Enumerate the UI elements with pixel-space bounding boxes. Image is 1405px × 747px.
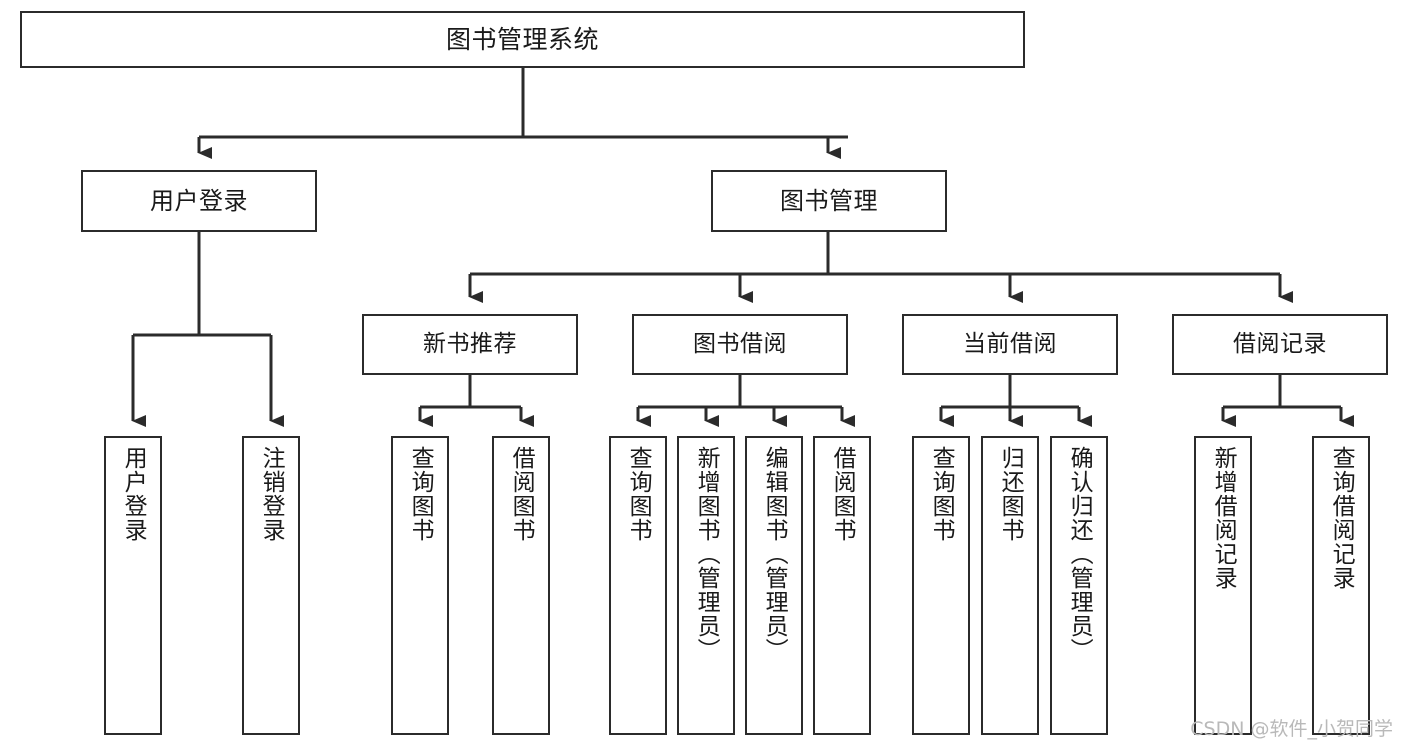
node-user-login-label: 用户登录	[150, 186, 248, 215]
node-root[interactable]: 图书管理系统	[20, 11, 1025, 68]
node-leaf-logout-login-label: 注销登录	[258, 446, 285, 542]
node-leaf-edit-book[interactable]: 编辑图书（管理员）	[745, 436, 803, 735]
node-leaf-query-book-3[interactable]: 查询图书	[912, 436, 970, 735]
node-book-borrow-label: 图书借阅	[693, 330, 787, 357]
node-new-book-recommend-label: 新书推荐	[423, 330, 517, 357]
node-borrow-record[interactable]: 借阅记录	[1172, 314, 1388, 375]
node-leaf-return-book-label: 归还图书	[997, 446, 1024, 542]
node-book-management[interactable]: 图书管理	[711, 170, 947, 232]
node-user-login[interactable]: 用户登录	[81, 170, 317, 232]
node-leaf-return-book[interactable]: 归还图书	[981, 436, 1039, 735]
node-leaf-add-book[interactable]: 新增图书（管理员）	[677, 436, 735, 735]
node-leaf-confirm-return-label: 确认归还（管理员）	[1066, 446, 1093, 662]
node-leaf-logout-login[interactable]: 注销登录	[242, 436, 300, 735]
node-leaf-borrow-book-2[interactable]: 借阅图书	[813, 436, 871, 735]
node-leaf-query-record-label: 查询借阅记录	[1328, 446, 1355, 590]
node-new-book-recommend[interactable]: 新书推荐	[362, 314, 578, 375]
node-leaf-query-book-2[interactable]: 查询图书	[609, 436, 667, 735]
node-leaf-borrow-book-2-label: 借阅图书	[829, 446, 856, 542]
node-current-borrow[interactable]: 当前借阅	[902, 314, 1118, 375]
node-book-management-label: 图书管理	[780, 186, 878, 215]
csdn-watermark: CSDN @软件_小贺同学	[1190, 718, 1393, 740]
node-leaf-add-record[interactable]: 新增借阅记录	[1194, 436, 1252, 735]
node-leaf-edit-book-label: 编辑图书（管理员）	[761, 446, 788, 662]
node-borrow-record-label: 借阅记录	[1233, 330, 1327, 357]
node-leaf-confirm-return[interactable]: 确认归还（管理员）	[1050, 436, 1108, 735]
node-leaf-add-record-label: 新增借阅记录	[1210, 446, 1237, 590]
node-leaf-user-login[interactable]: 用户登录	[104, 436, 162, 735]
node-leaf-borrow-book-1[interactable]: 借阅图书	[492, 436, 550, 735]
node-leaf-query-book-3-label: 查询图书	[928, 446, 955, 542]
node-current-borrow-label: 当前借阅	[963, 330, 1057, 357]
node-leaf-query-book-2-label: 查询图书	[625, 446, 652, 542]
node-leaf-add-book-label: 新增图书（管理员）	[693, 446, 720, 662]
node-leaf-query-record[interactable]: 查询借阅记录	[1312, 436, 1370, 735]
node-leaf-query-book-1[interactable]: 查询图书	[391, 436, 449, 735]
node-leaf-query-book-1-label: 查询图书	[407, 446, 434, 542]
node-leaf-borrow-book-1-label: 借阅图书	[508, 446, 535, 542]
node-leaf-user-login-label: 用户登录	[120, 446, 147, 542]
node-root-label: 图书管理系统	[445, 24, 599, 54]
node-book-borrow[interactable]: 图书借阅	[632, 314, 848, 375]
